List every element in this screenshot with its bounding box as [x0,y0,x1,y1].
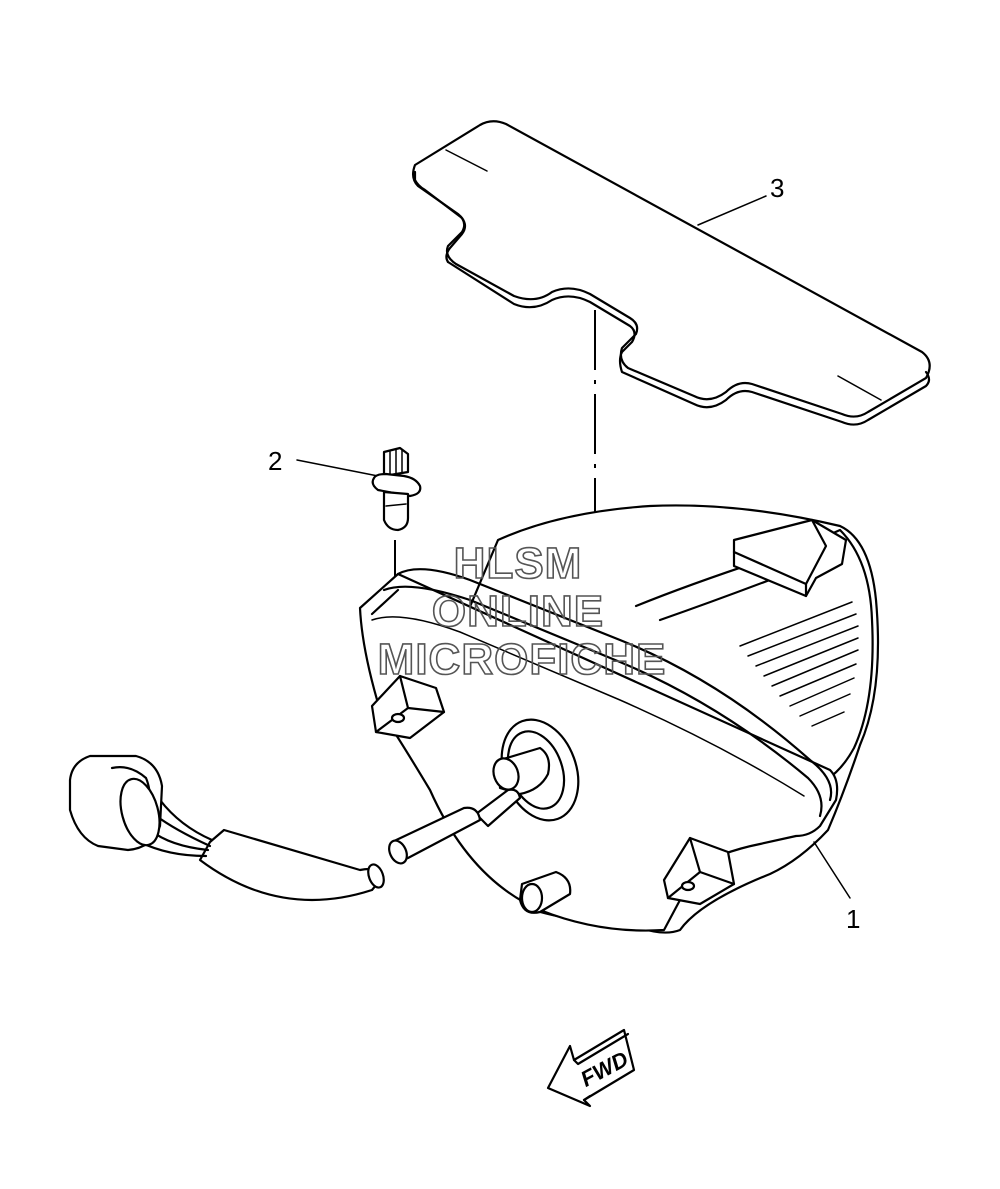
watermark-line-2: ONLINE [432,587,604,636]
callout-3-leader [697,195,767,226]
watermark: HLSM ONLINE MICROFICHE [377,538,667,685]
connector-plug [68,754,164,852]
callout-1-leader [813,841,851,899]
callout-2-leader [296,459,379,477]
part-3-gasket [411,120,931,426]
part-2-rivet [296,446,422,712]
lens-hatching [739,601,859,727]
callout-1-number: 1 [846,904,860,934]
part-1-taillight [68,504,880,934]
callout-2-number: 2 [268,446,282,476]
bulb-socket [492,718,580,822]
watermark-line-3: MICROFICHE [378,635,667,684]
fwd-arrow-icon: FWD [546,1028,636,1108]
wire-harness [138,788,522,902]
callout-3-number: 3 [770,173,784,203]
watermark-line-1: HLSM [454,539,583,588]
